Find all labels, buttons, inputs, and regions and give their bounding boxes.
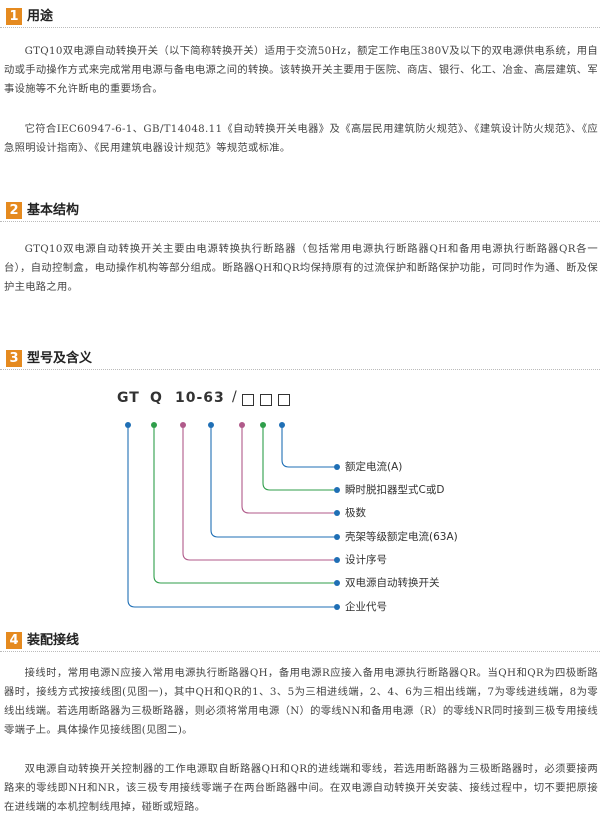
section-number: 2: [9, 203, 19, 218]
legend-label: 设计序号: [345, 554, 387, 566]
model-placeholder-box: [278, 394, 290, 406]
leader-line: [241, 427, 336, 514]
leader-end-dot: [334, 510, 340, 516]
legend-label: 企业代号: [345, 601, 387, 613]
leader-line: [281, 427, 336, 468]
section-number: 3: [9, 351, 19, 366]
section-divider: [0, 221, 600, 222]
section-header-3: 3 型号及含义: [0, 348, 600, 370]
legend-label: 极数: [345, 507, 366, 519]
leader-end-dot: [334, 557, 340, 563]
legend-label: 壳架等级额定电流(63A): [345, 531, 458, 543]
section-divider: [0, 369, 600, 370]
leader-dot: [151, 422, 157, 428]
section-number-badge: [6, 8, 22, 25]
leader-dot: [125, 422, 131, 428]
section-title: 基本结构: [27, 203, 80, 218]
section-divider: [0, 651, 600, 652]
leader-dot: [180, 422, 186, 428]
model-placeholder-box: [242, 394, 254, 406]
leader-end-dot: [334, 487, 340, 493]
leader-line: [127, 427, 336, 608]
section-header-2: 2 基本结构: [0, 200, 600, 222]
leader-end-dot: [334, 464, 340, 470]
section-divider: [0, 27, 600, 28]
section-number-badge: [6, 202, 22, 219]
paragraph: GTQ10双电源自动转换开关（以下简称转换开关）适用于交流50Hz，额定工作电压…: [4, 45, 598, 95]
section-number: 4: [9, 633, 19, 648]
section-header-1: 1 用途: [0, 6, 600, 28]
leader-dot: [239, 422, 245, 428]
legend-label: 双电源自动转换开关: [345, 577, 440, 589]
legend-label: 瞬时脱扣器型式C或D: [345, 484, 445, 496]
legend-label: 额定电流(A): [345, 461, 403, 473]
paragraph: 接线时，常用电源N应接入常用电源执行断路器QH，备用电源R应接入备用电源执行断路…: [4, 667, 598, 736]
model-part-slash: /: [232, 389, 237, 405]
model-part-type: Q: [150, 390, 163, 406]
leader-line: [210, 427, 336, 538]
model-part-company: GT: [117, 390, 140, 406]
section-title: 型号及含义: [27, 351, 93, 366]
section-number-badge: [6, 632, 22, 649]
section-title: 用途: [27, 9, 54, 24]
model-part-rating: 10-63: [175, 390, 225, 406]
leader-end-dot: [334, 580, 340, 586]
leader-dot: [208, 422, 214, 428]
section-number: 1: [9, 9, 19, 24]
section-header-4: 4 装配接线: [0, 630, 600, 652]
leader-line: [262, 427, 336, 491]
paragraph: 它符合IEC60947-6-1、GB/T14048.11《自动转换开关电器》及《…: [4, 123, 598, 154]
section-title: 装配接线: [27, 633, 80, 648]
leader-line: [182, 427, 336, 561]
section-number-badge: [6, 350, 22, 367]
leader-end-dot: [334, 534, 340, 540]
leader-dot: [260, 422, 266, 428]
paragraph: 双电源自动转换开关控制器的工作电源取自断路器QH和QR的进线端和零线，若选用断路…: [4, 763, 598, 813]
leader-dot: [279, 422, 285, 428]
leader-end-dot: [334, 604, 340, 610]
leader-line: [153, 427, 336, 584]
model-placeholder-box: [260, 394, 272, 406]
paragraph: GTQ10双电源自动转换开关主要由电源转换执行断路器（包括常用电源执行断路器QH…: [4, 243, 598, 293]
